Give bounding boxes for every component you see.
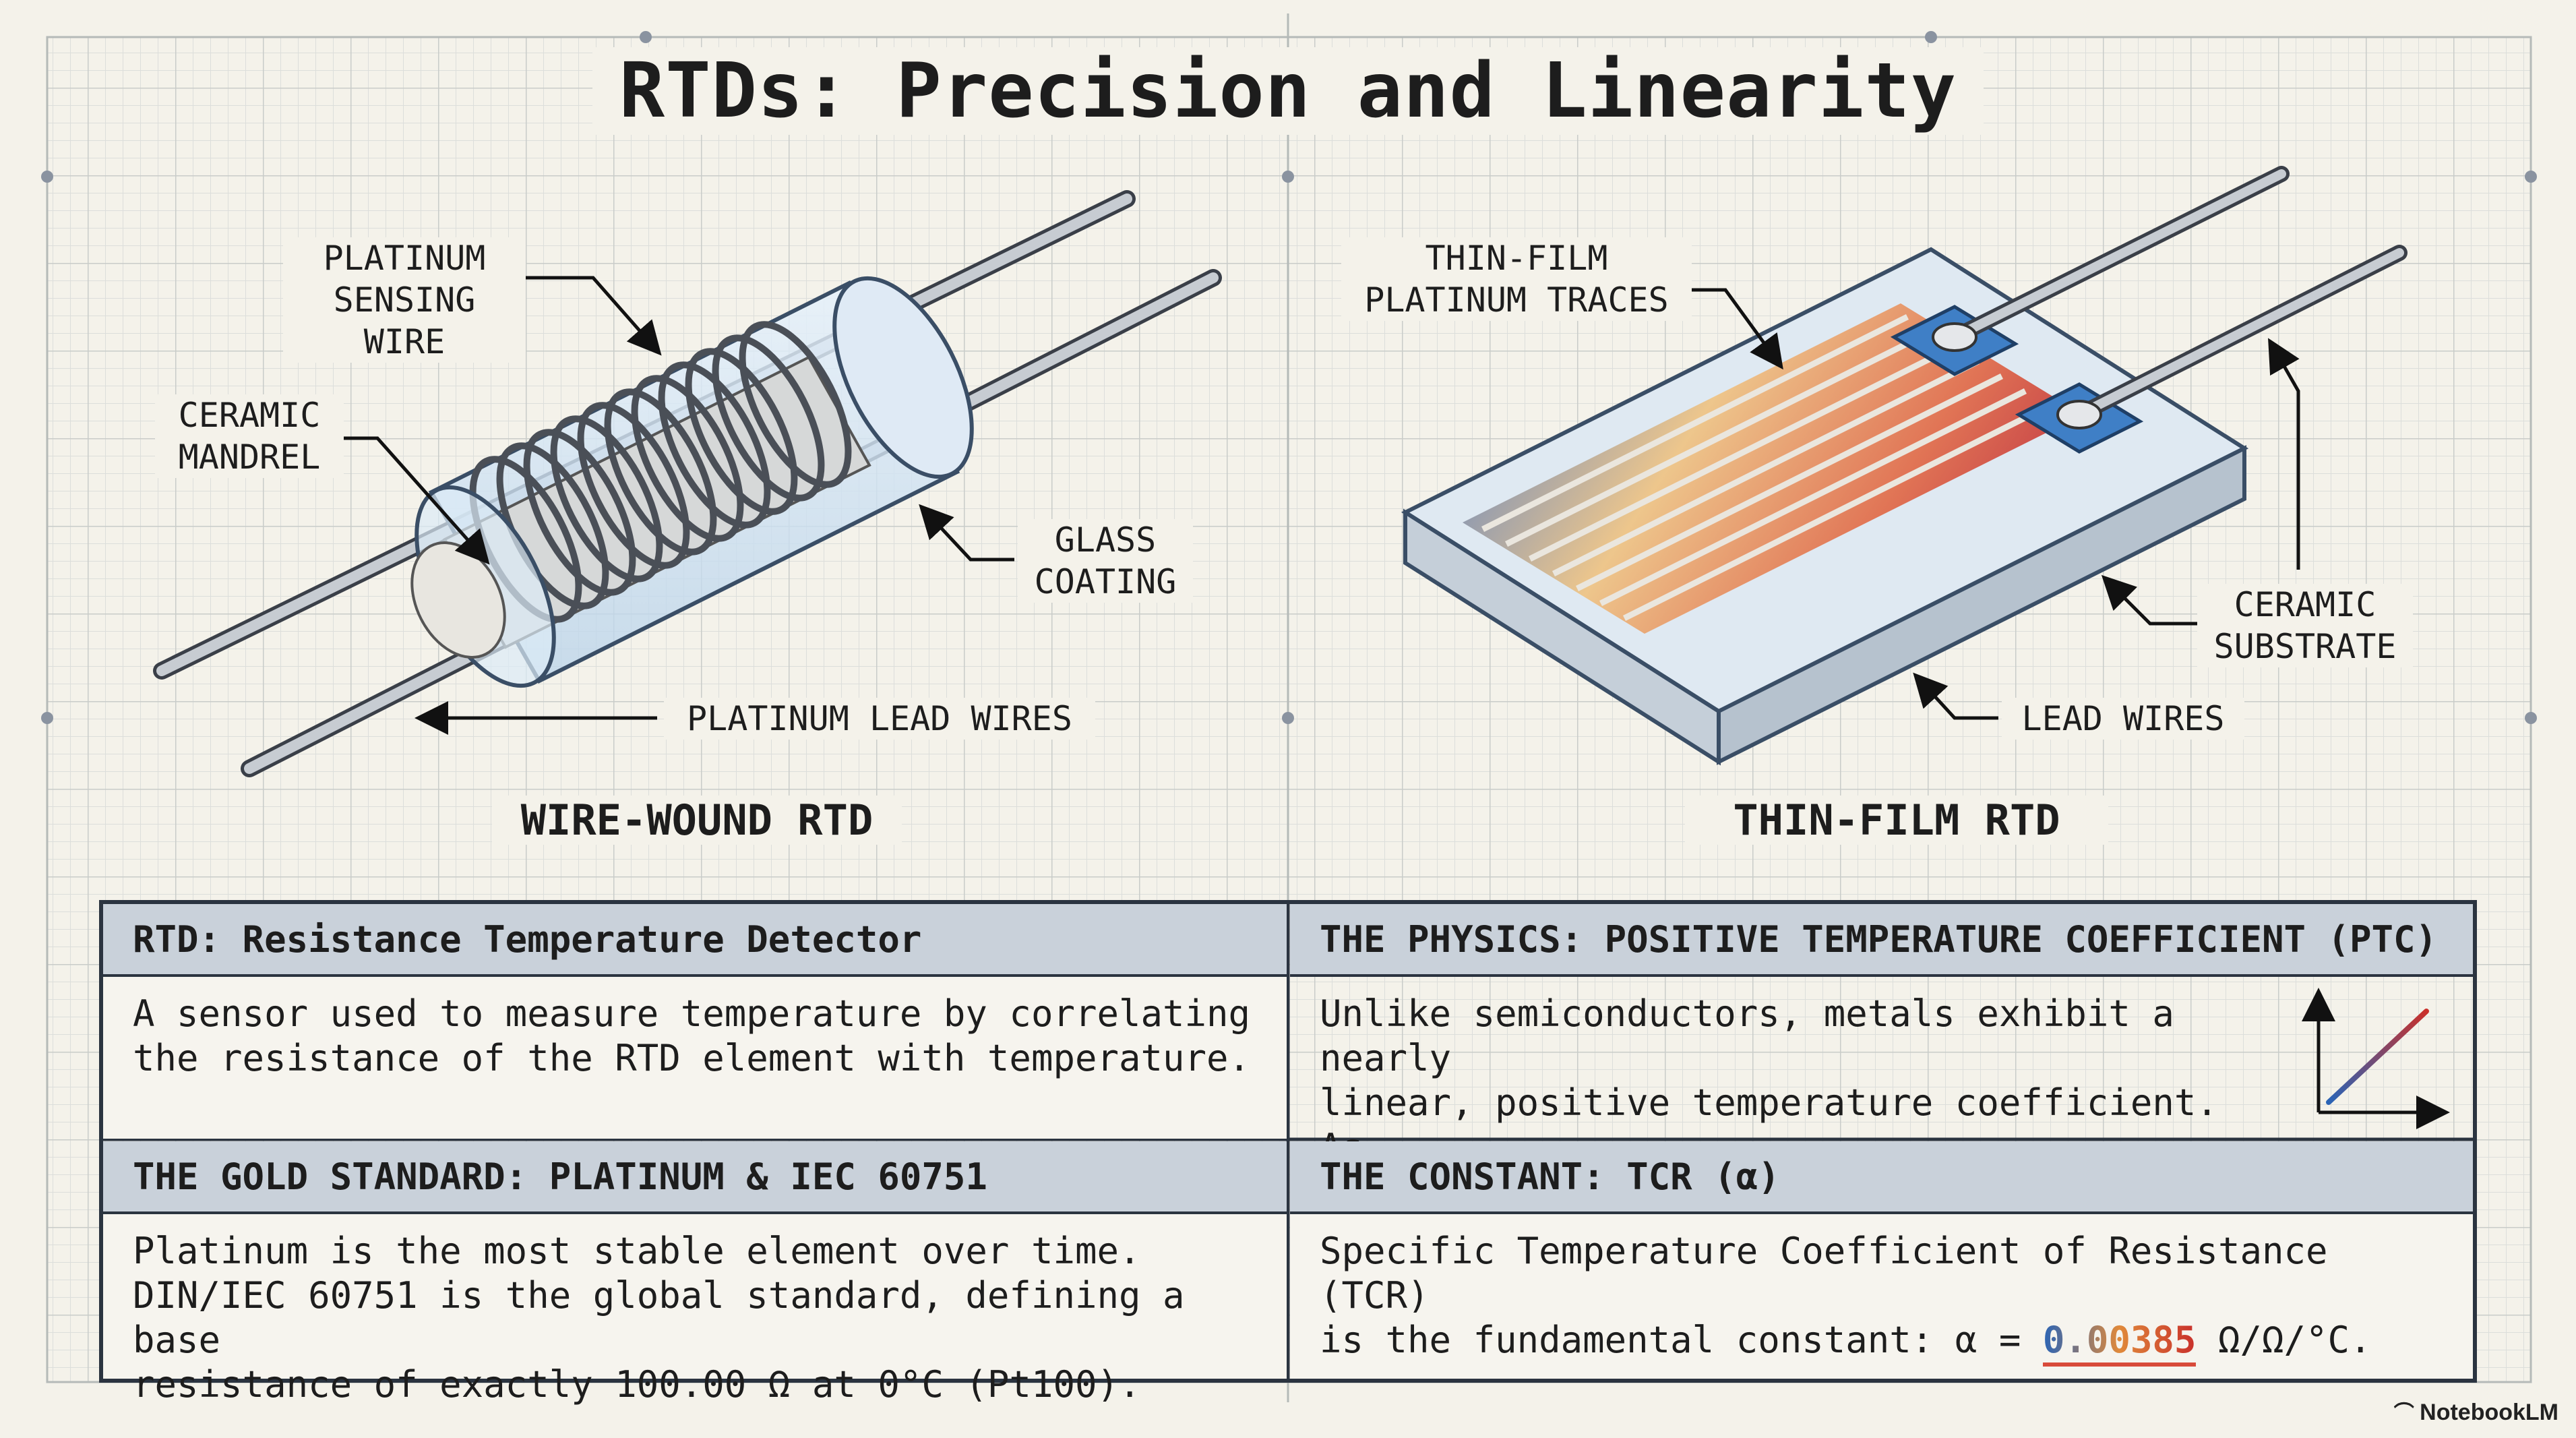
info-table-frame (99, 900, 2477, 1383)
cell-rtd-definition-header: RTD: Resistance Temperature Detector (103, 904, 1287, 977)
page-title: RTDs: Precision and Linearity (0, 47, 2576, 135)
tcr-alpha-value: 0.00385 (2042, 1319, 2197, 1367)
label-thin-film-platinum-traces: THIN-FILM PLATINUM TRACES (1341, 237, 1692, 321)
notebooklm-brand-text: NotebookLM (2420, 1400, 2558, 1425)
ptc-mini-chart (2302, 988, 2450, 1129)
tcr-unit: Ω/Ω/°C. (2196, 1319, 2372, 1361)
notebooklm-brand: ⌒ NotebookLM (2394, 1396, 2558, 1426)
caption-thin-film-rtd: THIN-FILM RTD (1685, 796, 2108, 845)
notebooklm-logo-icon: ⌒ (2393, 1402, 2420, 1425)
label-glass-coating: GLASS COATING (1018, 519, 1193, 603)
wire-wound-rtd-drawing (153, 190, 1222, 777)
cell-tcr-constant-body: Specific Temperature Coefficient of Resi… (1290, 1214, 2473, 1379)
cell-gold-standard-header: THE GOLD STANDARD: PLATINUM & IEC 60751 (103, 1141, 1287, 1214)
tcr-line-2: is the fundamental constant: α = 0.00385… (1320, 1318, 2443, 1367)
label-ceramic-mandrel: CERAMIC MANDREL (155, 394, 344, 478)
label-platinum-sensing-wire: PLATINUM SENSING WIRE (283, 237, 526, 363)
thin-film-callout-arrows (1678, 288, 2300, 720)
cell-physics-ptc-header: THE PHYSICS: POSITIVE TEMPERATURE COEFFI… (1290, 904, 2473, 977)
label-lead-wires: LEAD WIRES (2002, 698, 2244, 740)
cell-gold-standard-body: Platinum is the most stable element over… (103, 1214, 1287, 1406)
wire-wound-callout-arrows (330, 276, 1014, 735)
tcr-line-1: Specific Temperature Coefficient of Resi… (1320, 1230, 2328, 1317)
cell-rtd-definition-body: A sensor used to measure temperature by … (103, 977, 1287, 1139)
thin-film-rtd-drawing (1401, 166, 2408, 766)
cell-tcr-constant-header: THE CONSTANT: TCR (α) (1290, 1141, 2473, 1214)
label-platinum-lead-wires: PLATINUM LEAD WIRES (664, 698, 1095, 740)
cell-physics-ptc-body: Unlike semiconductors, metals exhibit a … (1320, 992, 2218, 1257)
page-title-text: RTDs: Precision and Linearity (592, 47, 1984, 135)
caption-wire-wound-rtd: WIRE-WOUND RTD (492, 796, 902, 845)
tcr-line-2-prefix: is the fundamental constant: α = (1320, 1319, 2043, 1361)
label-ceramic-substrate: CERAMIC SUBSTRATE (2197, 584, 2413, 667)
